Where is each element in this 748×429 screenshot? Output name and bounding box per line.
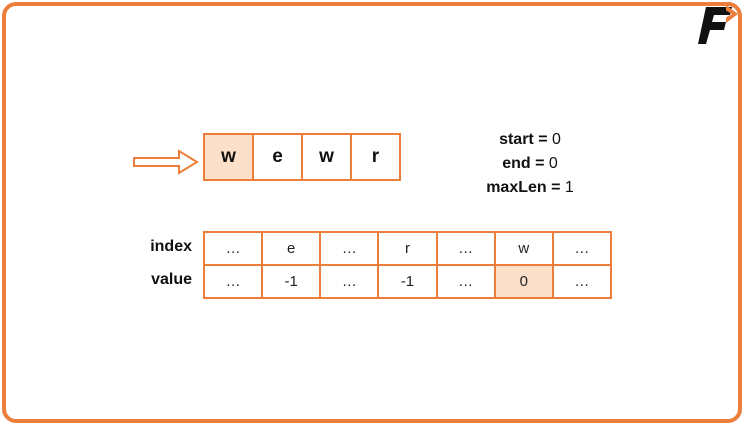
value-cell: 0 (495, 266, 552, 297)
variable-value-end: 0 (548, 155, 558, 172)
hash-map-table: index value … e … r … w … … -1 … -1 … (150, 231, 612, 299)
value-cell: -1 (379, 266, 436, 297)
table-row-value: … -1 … -1 … 0 … (205, 266, 610, 297)
index-cell: w (495, 233, 552, 264)
string-cell: e (254, 135, 301, 179)
string-cell: w (303, 135, 350, 179)
index-cell: r (379, 233, 436, 264)
index-cell: … (205, 233, 262, 264)
index-cell: … (321, 233, 378, 264)
index-cell: e (263, 233, 320, 264)
table-row-index: … e … r … w … (205, 233, 610, 264)
row-label-value: value (151, 271, 192, 288)
value-cell: … (553, 266, 610, 297)
input-string-array: w e w r (203, 133, 401, 181)
variable-row-start: start = 0 (440, 128, 620, 152)
value-cell: -1 (263, 266, 320, 297)
right-arrow-pointer (133, 148, 199, 176)
variable-row-end: end = 0 (440, 152, 620, 176)
variable-equals: = (546, 179, 565, 196)
value-cell: … (321, 266, 378, 297)
variable-value-start: 0 (552, 131, 561, 148)
index-cell: … (437, 233, 494, 264)
row-label-index: index (150, 238, 192, 255)
variable-name-start: start (499, 131, 534, 148)
hash-map-grid: … e … r … w … … -1 … -1 … 0 … (203, 231, 612, 299)
slide-border-frame (2, 2, 742, 423)
value-cell: … (437, 266, 494, 297)
string-cell: w (205, 135, 252, 179)
index-cell: … (553, 233, 610, 264)
variable-name-maxlen: maxLen (486, 179, 547, 196)
string-cell: r (352, 135, 399, 179)
f-arrow-logo (682, 4, 740, 48)
variable-row-maxlen: maxLen = 1 (440, 176, 620, 200)
variable-name-end: end (502, 155, 531, 172)
variable-equals: = (530, 155, 549, 172)
value-cell: … (205, 266, 262, 297)
variable-equals: = (533, 131, 552, 148)
variable-state-list: start = 0 end = 0 maxLen = 1 (440, 128, 620, 200)
variable-value-maxlen: 1 (564, 179, 574, 196)
